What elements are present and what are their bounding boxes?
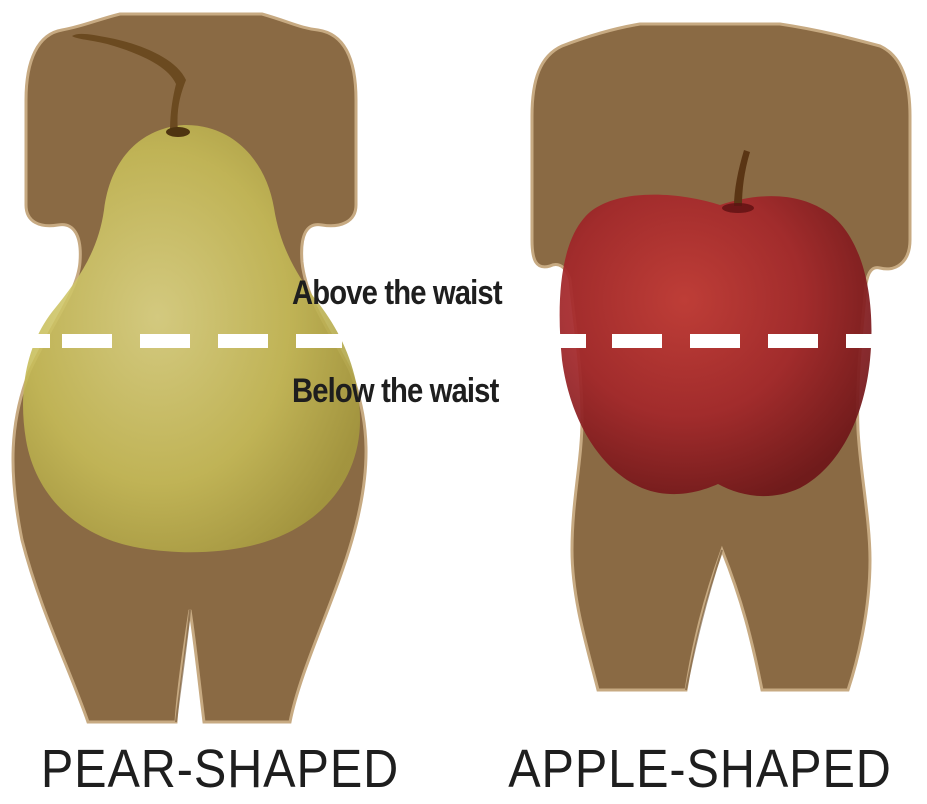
below-waist-label: Below the waist <box>292 372 498 411</box>
apple-shaped-caption: APPLE-SHAPED <box>498 738 903 800</box>
above-waist-label: Above the waist <box>292 274 502 313</box>
pear-shaped-caption: PEAR-SHAPED <box>22 738 418 800</box>
